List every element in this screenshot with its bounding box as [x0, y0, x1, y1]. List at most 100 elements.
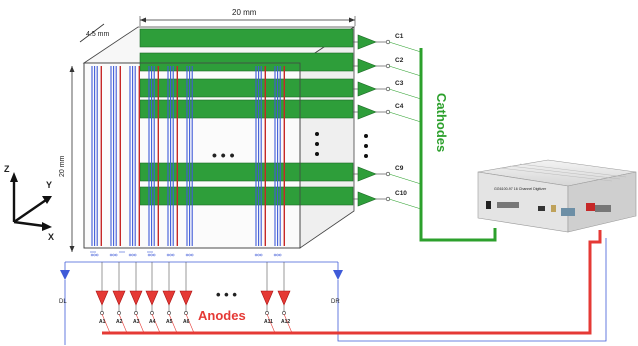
anodes-ellipsis: • • • [216, 287, 237, 302]
anode-feed [185, 313, 195, 334]
cathode-strip [139, 186, 354, 206]
vertical-ellipsis-channels [364, 134, 368, 158]
width-label: 20 mm [232, 8, 257, 17]
anode-amplifier [162, 290, 176, 306]
axis-z-label: Z [4, 164, 10, 174]
pin-marker [190, 253, 194, 257]
cathode-channel-label: C9 [395, 165, 404, 172]
device-label: GG6100-97 16 Channel Digitizer [494, 187, 547, 191]
network-port [538, 206, 545, 211]
cathode-feed [388, 173, 422, 185]
width-dimension: 20 mm [139, 8, 356, 26]
pin-marker [93, 253, 96, 257]
anode-amplifier [277, 290, 291, 306]
anode-feed [151, 313, 161, 334]
cathode-strip [139, 28, 354, 48]
depth-dimension: 4.5 mm [79, 23, 110, 43]
pin-marker [254, 253, 258, 257]
anode-channel-label: A11 [264, 319, 273, 325]
anode-channel-label: A5 [166, 319, 173, 325]
cathode-channel-label: C10 [395, 190, 407, 197]
cathode-amplifier [357, 34, 377, 50]
cathode-channel-label: C4 [395, 103, 404, 110]
anode-amplifier [260, 290, 274, 306]
cathode-amplifier [357, 191, 377, 207]
anode-amplifier [145, 290, 159, 306]
io-connector [561, 208, 575, 216]
pin-marker [185, 253, 189, 257]
center-ellipsis: • • • [212, 147, 235, 163]
anode-bus [102, 230, 602, 335]
anode-channel-label: A6 [183, 319, 190, 325]
anode-feed [135, 313, 145, 334]
pin-marker [166, 253, 170, 257]
input-connectors-left [497, 202, 519, 208]
cathodes-title: Cathodes [434, 93, 449, 152]
device-vents [499, 163, 627, 182]
anode-channel-label: A4 [149, 319, 156, 325]
cathode-feed [388, 111, 422, 123]
pin-marker [276, 253, 279, 257]
pin-marker [273, 253, 277, 257]
cathode-amplifier [357, 58, 377, 74]
wire-planes [90, 66, 285, 257]
pin-marker [114, 253, 118, 257]
anode-amplifier [129, 290, 143, 306]
pin-marker [152, 253, 156, 257]
cathode-feed [388, 65, 422, 77]
pin-marker [171, 253, 175, 257]
drift-right-label: DR [331, 299, 340, 305]
pin-marker [278, 253, 282, 257]
input-connectors-right [595, 205, 611, 212]
cathode-feed [388, 41, 422, 53]
cathode-strip [139, 162, 354, 182]
cathode-channel-label: C1 [395, 33, 404, 40]
drift-left: DL [59, 261, 296, 345]
pin-marker [109, 253, 113, 257]
anode-channel-label: A1 [99, 319, 106, 325]
anodes-title: Anodes [198, 308, 246, 323]
axis-y-label: Y [46, 180, 52, 190]
axis-x-label: X [48, 232, 54, 242]
anode-feed [283, 313, 293, 334]
digitizer-device[interactable]: GG6100-97 16 Channel Digitizer [477, 159, 637, 233]
anode-channel-label: A2 [116, 319, 123, 325]
usb-port [551, 205, 556, 212]
anode-amplifier [112, 290, 126, 306]
drift-right: DR [296, 238, 607, 342]
pin-marker [188, 253, 191, 257]
pin-marker [128, 253, 132, 257]
cathode-channel-label: C3 [395, 80, 404, 87]
axes-glyph: Z Y X [4, 164, 54, 242]
cathode-strip [139, 99, 354, 119]
pin-marker [90, 253, 94, 257]
anode-amplifier [95, 290, 109, 306]
anode-amplifier [179, 290, 193, 306]
anode-feed [266, 313, 276, 334]
power-switch[interactable] [486, 201, 491, 209]
anode-feed [101, 313, 111, 334]
cathode-feed [388, 88, 422, 100]
pin-marker [133, 253, 137, 257]
pin-marker [257, 253, 260, 257]
cathode-amplifier [357, 104, 377, 120]
cathode-bus [419, 48, 497, 242]
pin-marker [169, 253, 172, 257]
cathode-strip [139, 78, 354, 98]
pin-marker [259, 253, 263, 257]
cathode-strips [139, 28, 354, 206]
vertical-ellipsis-strips [315, 132, 319, 156]
pin-marker [150, 253, 153, 257]
device-brand-badge [586, 203, 595, 211]
pin-marker [131, 253, 134, 257]
anode-feed [168, 313, 178, 334]
pin-marker [147, 253, 151, 257]
cathode-amplifier [357, 81, 377, 97]
pin-marker [95, 253, 99, 257]
cathode-channel-label: C2 [395, 57, 404, 64]
drift-left-label: DL [59, 299, 67, 305]
pin-marker [112, 253, 115, 257]
anode-feed [118, 313, 128, 334]
